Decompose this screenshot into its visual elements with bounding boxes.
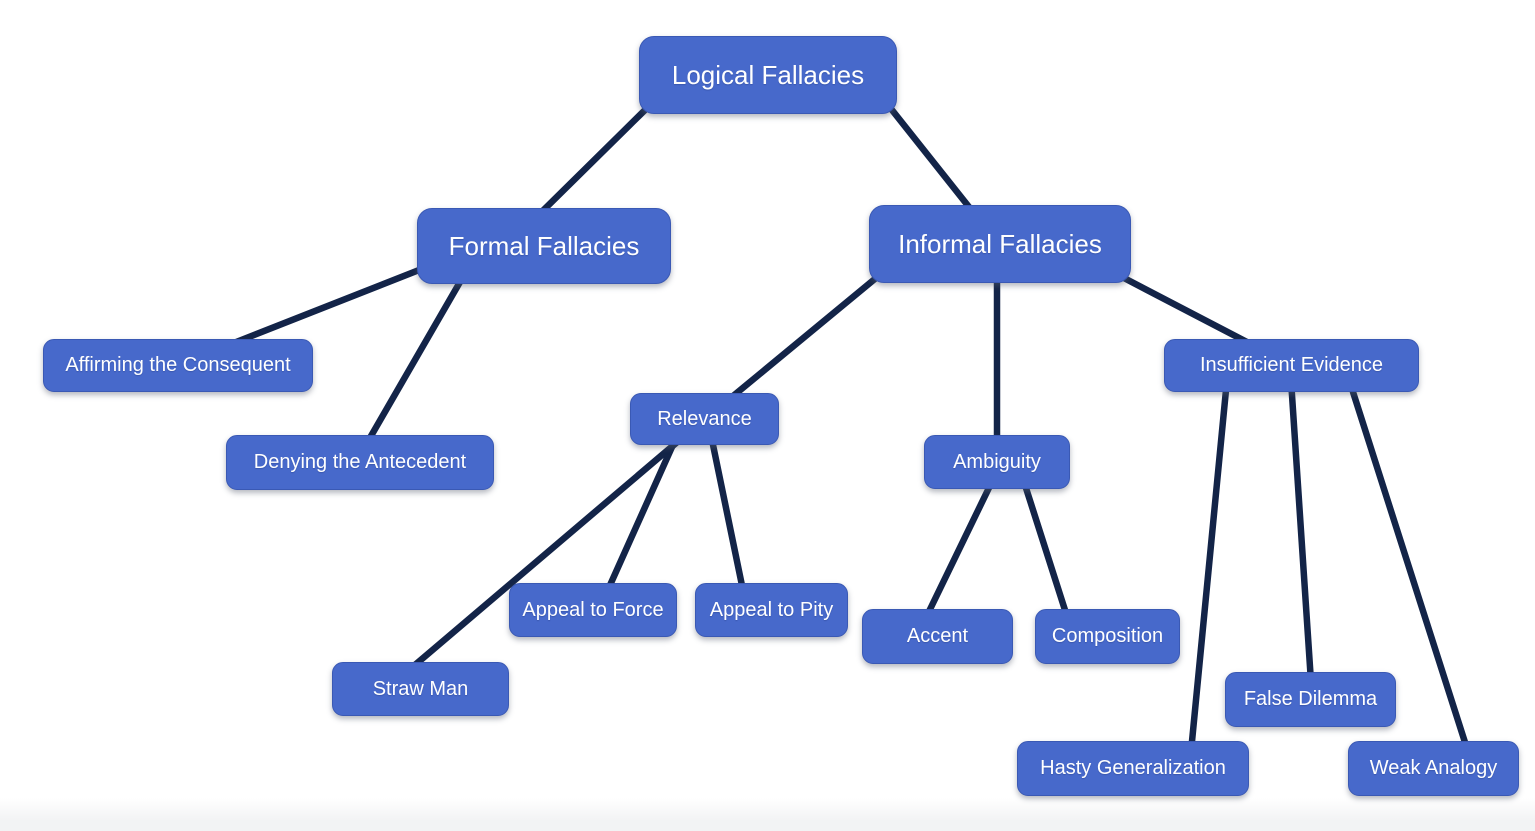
mindmap-node-hasty-generalization[interactable]: Hasty Generalization (1017, 741, 1249, 796)
node-label: Logical Fallacies (671, 59, 865, 90)
node-label: Composition (1051, 625, 1164, 647)
edge-insufficient-evidence-to-hasty-generalization (1186, 386, 1230, 766)
mindmap-node-weak-analogy[interactable]: Weak Analogy (1348, 741, 1519, 796)
mindmap-node-appeal-to-pity[interactable]: Appeal to Pity (695, 583, 848, 637)
edge-insufficient-evidence-to-false-dilemma (1287, 376, 1316, 701)
mindmap-node-composition[interactable]: Composition (1035, 609, 1180, 664)
node-label: Denying the Antecedent (253, 451, 467, 473)
mindmap-node-appeal-to-force[interactable]: Appeal to Force (509, 583, 677, 637)
node-label: Formal Fallacies (448, 230, 640, 261)
node-label: Informal Fallacies (898, 228, 1102, 259)
mindmap-node-ambiguity[interactable]: Ambiguity (924, 435, 1070, 489)
canvas-bottom-edge (0, 798, 1535, 831)
mindmap-node-informal-fallacies[interactable]: Informal Fallacies (869, 205, 1131, 283)
node-label: Insufficient Evidence (1199, 354, 1384, 376)
mindmap-node-false-dilemma[interactable]: False Dilemma (1225, 672, 1396, 727)
mindmap-node-insufficient-evidence[interactable]: Insufficient Evidence (1164, 339, 1419, 392)
mindmap-node-denying-the-antecedent[interactable]: Denying the Antecedent (226, 435, 494, 490)
node-label: Affirming the Consequent (65, 354, 291, 376)
node-label: Accent (906, 625, 969, 647)
node-label: Hasty Generalization (1040, 757, 1226, 779)
mindmap-node-relevance[interactable]: Relevance (630, 393, 779, 445)
node-label: Relevance (657, 407, 752, 430)
node-label: Appeal to Pity (709, 598, 834, 621)
mindmap-node-affirming-the-consequent[interactable]: Affirming the Consequent (43, 339, 313, 392)
node-label: Straw Man (372, 677, 469, 700)
mindmap-node-logical-fallacies[interactable]: Logical Fallacies (639, 36, 897, 114)
node-label: Ambiguity (953, 450, 1041, 473)
mindmap-node-formal-fallacies[interactable]: Formal Fallacies (417, 208, 671, 284)
node-label: Appeal to Force (522, 598, 664, 621)
mindmap-node-accent[interactable]: Accent (862, 609, 1013, 664)
node-label: False Dilemma (1243, 688, 1378, 710)
node-label: Weak Analogy (1369, 757, 1498, 779)
mindmap-node-straw-man[interactable]: Straw Man (332, 662, 509, 716)
edge-relevance-to-appeal-to-pity (708, 436, 749, 604)
